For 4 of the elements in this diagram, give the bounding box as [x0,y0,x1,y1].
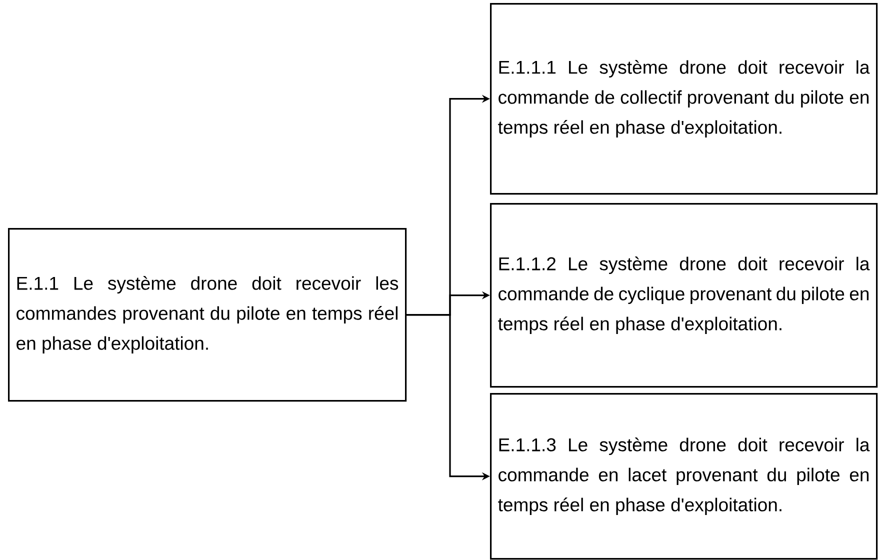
requirement-box: E.1.1.1 Le système drone doit recevoir la commande de collectif provenant du pilote en temps réel en phase d'exploitation. [490,3,878,195]
requirement-box: E.1.1 Le système drone doit recevoir les commandes provenant du pilote en temps réel en phase d'exploitation. [8,228,407,402]
requirement-box: E.1.1.2 Le système drone doit recevoir la commande de cyclique provenant du pilote en temps réel en phase d'exploitation. [490,203,878,388]
requirement-box: E.1.1.3 Le système drone doit recevoir la commande en lacet provenant du pilote en temps réel en phase d'exploitation. [490,393,878,560]
